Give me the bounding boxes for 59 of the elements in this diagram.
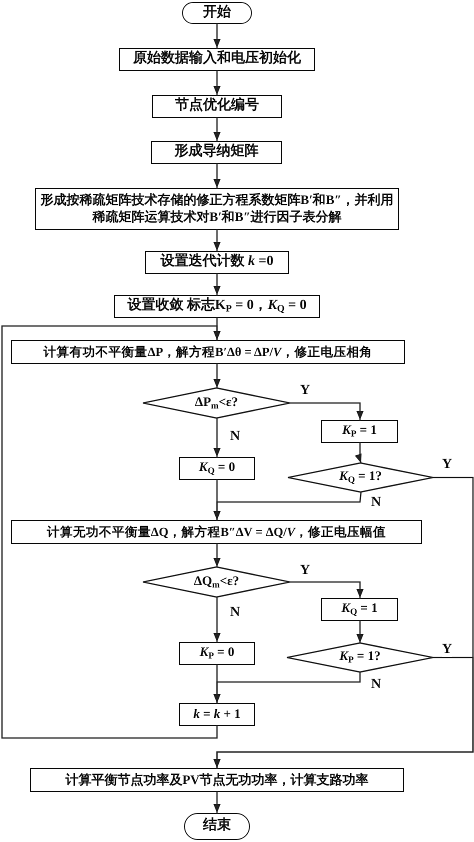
process-box (152, 95, 282, 118)
arrow (213, 792, 221, 813)
step-text: 形成按稀疏矩阵技术存储的修正方程系数矩阵B′和B″，并利用稀疏矩阵运算技术对B′和B″进行因子表分解 (40, 192, 394, 226)
step-text: K$_{P}$ = 1? (339, 648, 381, 667)
step-text: 开始 (203, 4, 231, 22)
arrow (290, 581, 364, 598)
step-text: 形成导纳矩阵 (174, 143, 258, 162)
step-text: 节点优化编号 (175, 97, 259, 116)
arrow (213, 230, 221, 251)
arrow (213, 118, 221, 141)
step-text: K$_{Q}$ = 0 (198, 459, 236, 478)
arrow (356, 621, 364, 643)
step-text: 结束 (203, 817, 231, 836)
arrow (1, 325, 221, 739)
edge-label: Y (442, 643, 452, 657)
step-text: 计算无功不平衡量ΔQ，解方程B″ΔV = ΔQ/V，修正电压幅值 (46, 524, 386, 540)
arrow (213, 418, 221, 457)
process-box (179, 703, 255, 726)
arrow (354, 443, 362, 464)
step-text: K$_{P}$ = 1 (342, 422, 377, 441)
process-box (119, 48, 315, 71)
arrow (213, 274, 221, 295)
arrow (213, 597, 221, 642)
decision-diamond (143, 567, 290, 597)
arrow (213, 364, 221, 388)
step-text: 设置迭代计数 k =0 (160, 253, 274, 272)
arrow (213, 656, 474, 768)
process-box (11, 520, 422, 544)
step-text: 原始数据输入和电压初始化 (133, 50, 301, 68)
process-box (321, 420, 398, 443)
arrow (213, 672, 361, 703)
decision-diamond (143, 388, 290, 418)
process-box (30, 768, 404, 792)
step-text: 设置收敛 标志K$_{P}$ = 0，K$_{Q}$ = 0 (127, 296, 307, 316)
arrow (213, 544, 221, 567)
process-box (321, 598, 398, 621)
process-box (114, 295, 320, 318)
step-text: ΔP$_{m}$<ε? (194, 394, 238, 412)
terminal-box (184, 813, 250, 840)
step-text: 计算平衡节点功率及PV节点无功功率，计算支路功率 (65, 772, 369, 788)
process-box (179, 457, 255, 480)
process-box (11, 340, 405, 364)
decision-diamond (288, 463, 433, 492)
step-text: 计算有功不平衡量ΔP，解方程B′Δθ = ΔP/V，修正电压相角 (44, 344, 372, 360)
arrow (213, 164, 221, 188)
step-text: ΔQ$_{m}$<ε? (194, 572, 240, 592)
process-box (145, 251, 289, 274)
step-text: K$_{Q}$ = 1 (341, 600, 378, 619)
arrow (213, 24, 221, 48)
terminal-box (182, 2, 252, 24)
step-text: K$_{P}$ = 0 (200, 644, 234, 663)
process-box (179, 642, 255, 665)
arrow (213, 71, 221, 95)
arrow (213, 492, 362, 520)
process-box (151, 141, 282, 164)
step-text: k = k + 1 (193, 706, 241, 723)
step-text: K$_{Q}$ = 1? (339, 468, 382, 487)
arrow (290, 402, 364, 420)
decision-diamond (287, 643, 433, 672)
